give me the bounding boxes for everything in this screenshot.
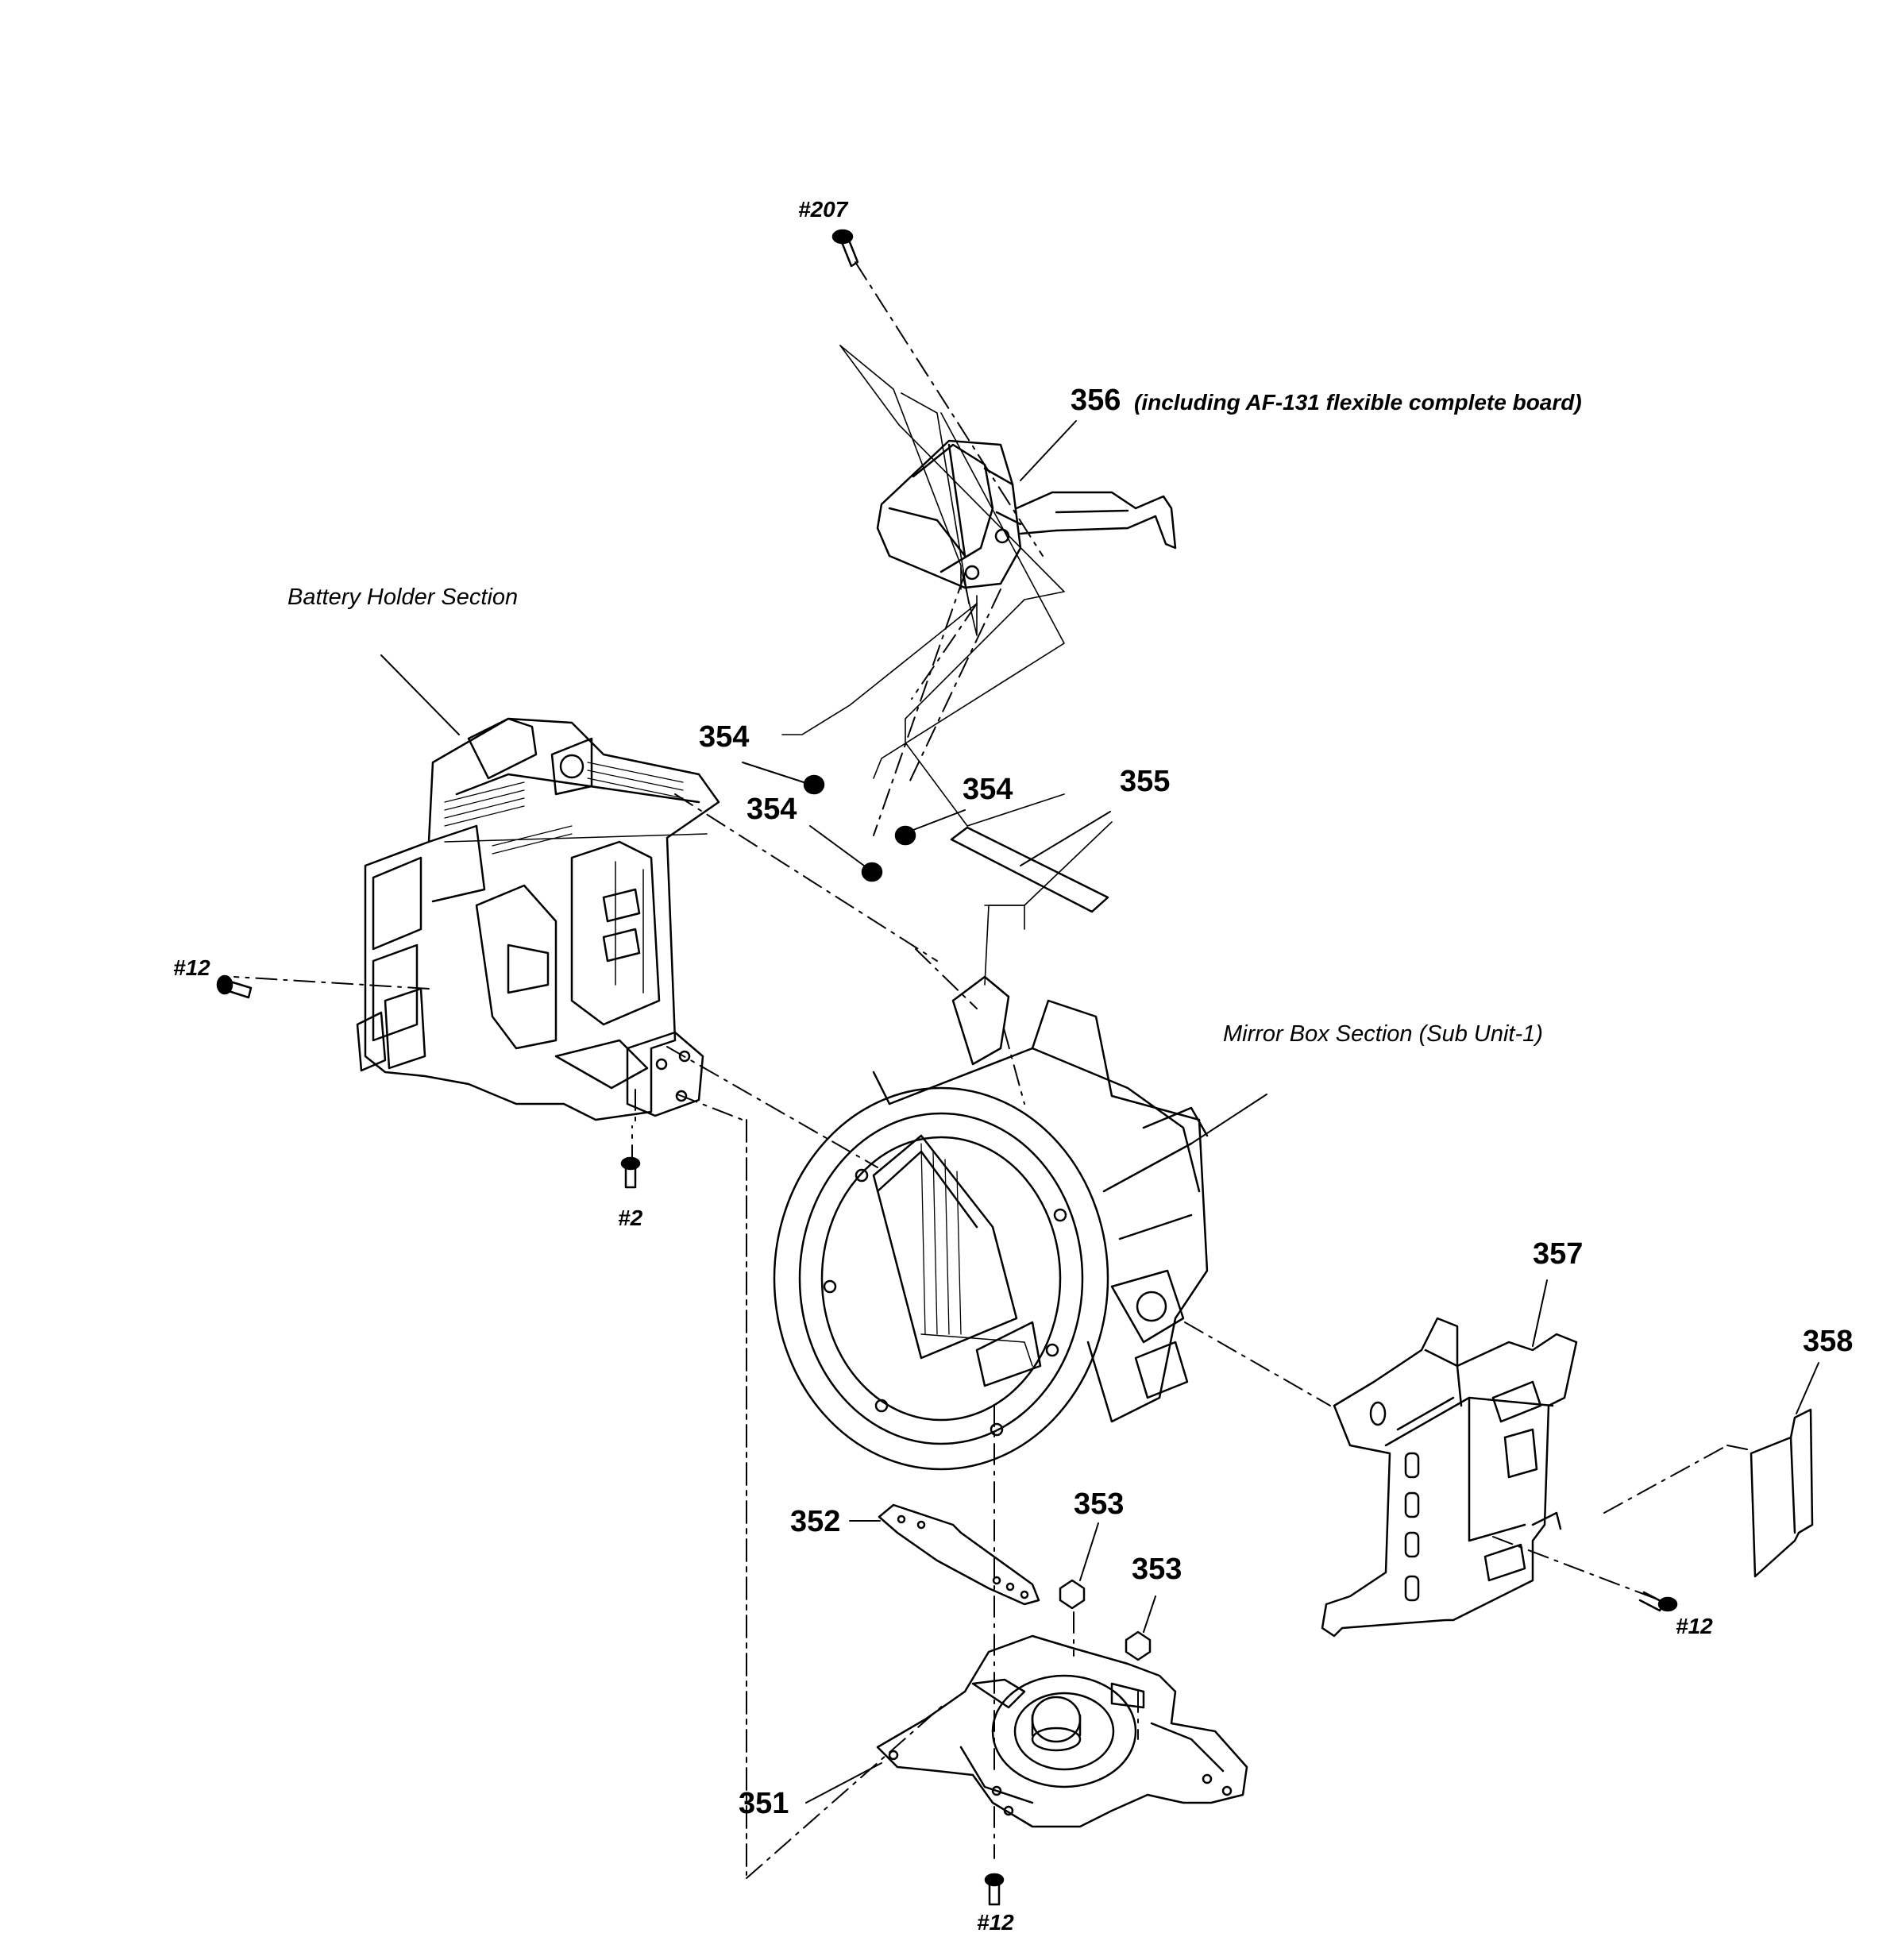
part-352-label: 352 <box>790 1505 841 1538</box>
part-355-plate <box>950 826 1109 913</box>
screw-12-bottom-label: #12 <box>977 1910 1014 1935</box>
part-354-label-a: 354 <box>699 720 750 754</box>
screw-2-label: #2 <box>618 1206 643 1230</box>
screw-207-label: #207 <box>798 197 848 222</box>
assembly-lines <box>233 261 1748 1879</box>
part-354-pins <box>803 774 916 882</box>
mirror-box-section <box>773 975 1209 1471</box>
part-353-label-b: 353 <box>1132 1553 1182 1586</box>
part-357-label: 357 <box>1533 1237 1584 1271</box>
mirror-box-section-label: Mirror Box Section (Sub Unit-1) <box>1223 1021 1543 1047</box>
screw-2 <box>620 1156 641 1189</box>
leader-lines <box>380 420 1819 1804</box>
part-351-label: 351 <box>739 1787 789 1820</box>
part-351-base <box>876 1634 1248 1828</box>
part-352-plate <box>878 1503 1040 1606</box>
part-356-label: 356 <box>1071 384 1121 417</box>
screw-12-left <box>216 974 253 999</box>
part-356-description: (including AF-131 flexible complete boar… <box>1134 390 1582 415</box>
part-354-label-c: 354 <box>963 773 1013 806</box>
part-355-label: 355 <box>1120 765 1171 798</box>
screw-12-right-label: #12 <box>1676 1614 1713 1638</box>
screw-207 <box>831 229 859 268</box>
guide-frame <box>781 345 1113 986</box>
screw-12-bottom <box>984 1873 1005 1906</box>
part-357-bracket <box>1321 1317 1578 1638</box>
battery-holder-section-label: Battery Holder Section <box>287 585 519 610</box>
part-353-label-a: 353 <box>1074 1487 1125 1521</box>
battery-holder-section <box>356 717 720 1121</box>
part-356-af-module <box>876 439 1177 589</box>
part-354-label-b: 354 <box>747 793 797 826</box>
part-358-label: 358 <box>1803 1325 1854 1358</box>
part-358-plate <box>1750 1408 1814 1578</box>
screw-12-right <box>1638 1591 1678 1612</box>
screw-12-left-label: #12 <box>173 955 210 980</box>
part-353-blocks <box>1059 1579 1152 1661</box>
